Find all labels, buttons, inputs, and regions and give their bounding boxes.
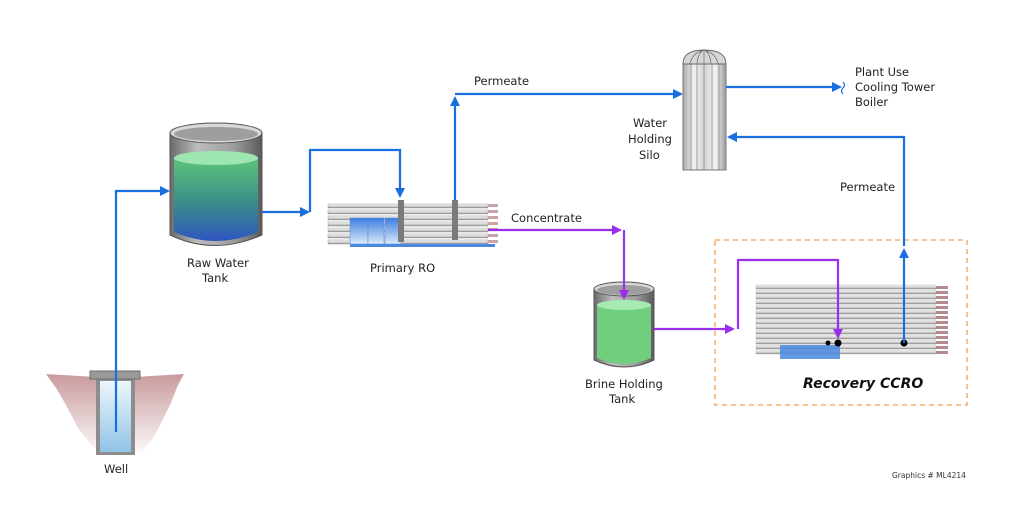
flow-ro-feed xyxy=(308,148,405,212)
plant-use-line2: Cooling Tower xyxy=(855,80,935,94)
ccro-membrane-tube xyxy=(755,339,937,345)
ccro-membrane-tube xyxy=(755,324,937,330)
flow-ccro-permeate-to-silo xyxy=(727,132,906,246)
flow-ccro-feed xyxy=(736,258,843,339)
brine-holding-tank xyxy=(593,281,655,368)
ro-tube-end xyxy=(488,210,498,213)
ccro-membrane-tube xyxy=(755,329,937,335)
raw-water-tank-label-line1: Raw Water xyxy=(187,256,249,270)
ccro-tube-end xyxy=(936,341,948,344)
ccro-tube-end xyxy=(936,331,948,334)
primary-ro-label: Primary RO xyxy=(370,261,435,275)
permeate-label-primary: Permeate xyxy=(474,74,529,88)
ccro-tube-end xyxy=(936,286,948,289)
brine-tank-label-line2: Tank xyxy=(608,392,635,406)
ro-tube-end xyxy=(488,216,498,219)
ccro-tube-end xyxy=(936,326,948,329)
ro-tube-end xyxy=(488,240,498,243)
ccro-tube-end xyxy=(936,291,948,294)
permeate-label-ccro: Permeate xyxy=(840,180,895,194)
plant-use-break-icon xyxy=(840,81,846,95)
ccro-membrane-tube xyxy=(755,309,937,315)
recovery-ccro-boundary xyxy=(714,239,968,406)
concentrate-label: Concentrate xyxy=(511,211,582,225)
ro-tube-end xyxy=(488,234,498,237)
plant-use-line3: Boiler xyxy=(855,95,888,109)
ccro-membrane-tube xyxy=(755,334,937,340)
ccro-tube-end xyxy=(936,321,948,324)
ccro-tube-end xyxy=(936,336,948,339)
ccro-tube-end xyxy=(936,346,948,349)
ccro-membrane-tube xyxy=(755,294,937,300)
graphics-id: Graphics # ML4214 xyxy=(892,471,966,480)
well-label: Well xyxy=(104,462,128,476)
ccro-membrane-tube xyxy=(755,319,937,325)
ro-membrane-tube xyxy=(327,209,489,215)
ground-cross-section xyxy=(46,374,184,458)
ccro-membrane-tube xyxy=(755,289,937,295)
primary-ro-unit xyxy=(327,200,498,247)
raw-water-tank xyxy=(169,122,263,246)
ccro-membrane-tube xyxy=(755,299,937,305)
ro-tube-end xyxy=(488,204,498,207)
ccro-tube-end xyxy=(936,296,948,299)
ccro-tube-end xyxy=(936,351,948,354)
silo-label-line1: Water xyxy=(633,116,667,130)
silo-label-line3: Silo xyxy=(639,148,660,162)
ro-membrane-tube xyxy=(327,203,489,209)
water-holding-silo xyxy=(682,49,727,171)
ccro-tube-end xyxy=(936,311,948,314)
ccro-tube-end xyxy=(936,316,948,319)
recovery-ccro-unit xyxy=(755,284,948,359)
plant-use-line1: Plant Use xyxy=(855,65,909,79)
brine-tank-label-line1: Brine Holding xyxy=(585,377,663,391)
ro-tube-end xyxy=(488,222,498,225)
ccro-membrane-tube xyxy=(755,304,937,310)
flow-well-to-raw-tank xyxy=(114,186,170,432)
ccro-membrane-tube xyxy=(755,284,937,290)
recovery-ccro-label: Recovery CCRO xyxy=(803,376,923,392)
ccro-tube-end xyxy=(936,306,948,309)
ccro-tube-end xyxy=(936,301,948,304)
silo-label-line2: Holding xyxy=(628,132,672,146)
ccro-membrane-tube xyxy=(755,314,937,320)
raw-water-tank-label-line2: Tank xyxy=(201,271,228,285)
